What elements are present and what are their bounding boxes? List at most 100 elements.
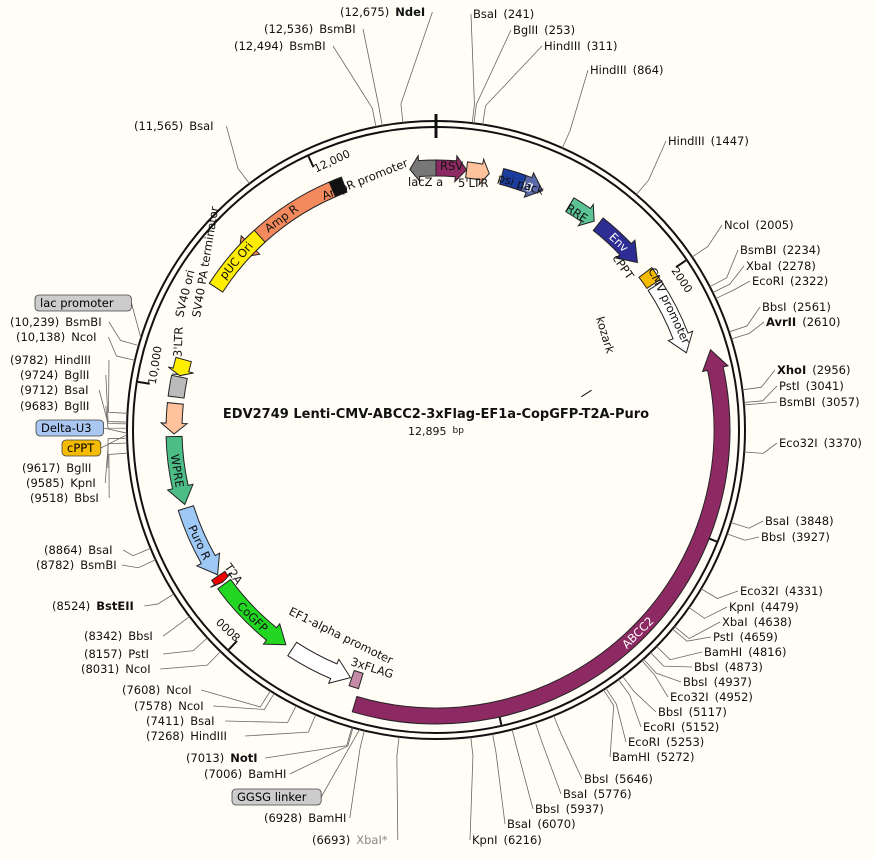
tick-label: 10,000 xyxy=(146,345,165,385)
kozak-marker xyxy=(580,389,592,398)
site-name: BbsI xyxy=(584,772,609,786)
site-position: (4479) xyxy=(761,600,799,614)
site-leader xyxy=(244,714,317,737)
feature-cogfp xyxy=(217,578,287,646)
site-name: BsmBI xyxy=(740,243,776,257)
tag-lac-promoter: lac promoter xyxy=(40,296,114,310)
site-position: (253) xyxy=(544,23,575,37)
site-name: BamHI xyxy=(704,645,742,659)
site-leader xyxy=(492,733,506,825)
feature-label-cogfp: CoGFP xyxy=(234,599,271,635)
site-leader xyxy=(121,559,156,569)
site-name: NotI xyxy=(230,751,257,765)
site-leader xyxy=(674,621,721,640)
site-position: (1447) xyxy=(711,134,749,148)
site-label: AvrII(2610) xyxy=(766,315,840,329)
site-leader xyxy=(650,652,693,668)
site-label: (7608)NcoI xyxy=(122,683,192,697)
feature-5-ltr xyxy=(465,157,490,187)
site-label: (10,239)BsmBI xyxy=(10,315,102,329)
site-name: HindIII xyxy=(190,729,227,743)
site-name: NcoI xyxy=(178,699,203,713)
site-position: (3370) xyxy=(824,436,862,450)
site-position: (9724) xyxy=(20,368,58,382)
site-leader xyxy=(534,722,562,795)
site-name: BsmBI xyxy=(779,395,815,409)
site-position: (7608) xyxy=(122,683,160,697)
site-name: BbsI xyxy=(762,300,787,314)
site-name: BsaI xyxy=(64,383,88,397)
site-position: (2956) xyxy=(812,363,850,377)
site-position: (7268) xyxy=(146,729,184,743)
site-position: (2610) xyxy=(802,315,840,329)
site-label: BbsI(5937) xyxy=(535,802,604,816)
site-position: (8157) xyxy=(84,647,122,661)
site-name: BsaI xyxy=(563,787,587,801)
plasmid-title: EDV2749 Lenti-CMV-ABCC2-3xFlag-EF1a-CopG… xyxy=(223,407,649,422)
site-position: (8342) xyxy=(84,629,122,643)
length-unit: bp xyxy=(453,426,465,436)
site-label: (9585)KpnI xyxy=(26,476,96,490)
site-position: (7006) xyxy=(204,767,242,781)
site-position: (7411) xyxy=(146,714,184,728)
site-name: BbsI xyxy=(761,530,786,544)
tag-cppt: cPPT xyxy=(67,441,95,455)
feature-ampr-promoter xyxy=(328,176,348,198)
site-label: BsmBI(2234) xyxy=(740,243,821,257)
site-leader xyxy=(332,45,377,127)
site-position: (6070) xyxy=(537,817,575,831)
site-position: (12,536) xyxy=(264,22,313,36)
site-label: BsaI (6070) xyxy=(507,817,576,831)
site-label: (9683)BglII xyxy=(20,399,89,413)
site-leader xyxy=(511,729,534,810)
site-leader xyxy=(225,705,297,723)
site-leader xyxy=(482,45,543,125)
site-label: (7006)BamHI xyxy=(204,767,286,781)
site-leader xyxy=(641,660,669,698)
tag-leader xyxy=(320,729,360,798)
tick-label: 2000 xyxy=(669,265,695,295)
site-leader xyxy=(160,651,221,670)
site-leader xyxy=(656,646,703,661)
feature-psi-pack xyxy=(499,168,527,192)
site-label: BbsI(5646) xyxy=(584,772,653,786)
site-position: (8864) xyxy=(44,543,82,557)
site-leader xyxy=(349,730,365,819)
site-leader xyxy=(201,689,271,708)
site-position: (5272) xyxy=(656,750,694,764)
feature-wpre xyxy=(165,435,194,506)
feature-abcc2 xyxy=(351,348,731,725)
feature-label-kozark: kozark xyxy=(593,315,617,356)
site-leader xyxy=(712,265,745,293)
site-label: (9617)BglII xyxy=(22,461,91,475)
site-name: HindIII xyxy=(668,134,705,148)
site-position: (3927) xyxy=(792,530,830,544)
site-label: BglII(253) xyxy=(513,23,575,37)
site-label: BbsI(2561) xyxy=(762,300,831,314)
site-position: (4937) xyxy=(714,675,752,689)
site-leader xyxy=(163,637,208,655)
site-name: KpnI xyxy=(472,833,498,847)
site-position: (7578) xyxy=(134,699,172,713)
site-name: EcoRI xyxy=(752,274,784,288)
tag-box xyxy=(35,419,104,437)
site-name: KpnI xyxy=(729,600,755,614)
site-leader xyxy=(470,13,475,124)
site-label: (9724)BglII xyxy=(20,368,89,382)
feature-puc-ori xyxy=(208,229,266,293)
site-label: BbsI(5117) xyxy=(658,705,727,719)
feature-cmv-promoter xyxy=(647,280,694,354)
site-position: (2005) xyxy=(755,218,793,232)
site-position: (9712) xyxy=(20,383,58,397)
site-leader xyxy=(162,616,190,637)
site-position: (3057) xyxy=(821,395,859,409)
site-leader xyxy=(107,437,128,469)
site-label: (8524)BstEII xyxy=(52,599,134,613)
tag-delta-u3: Delta-U3 xyxy=(41,421,92,435)
site-name: BbsI xyxy=(683,675,708,689)
site-label: (9518)BbsI xyxy=(30,491,99,505)
site-name: BsaI xyxy=(507,817,531,831)
site-leader xyxy=(213,693,275,710)
site-leader xyxy=(105,374,128,423)
